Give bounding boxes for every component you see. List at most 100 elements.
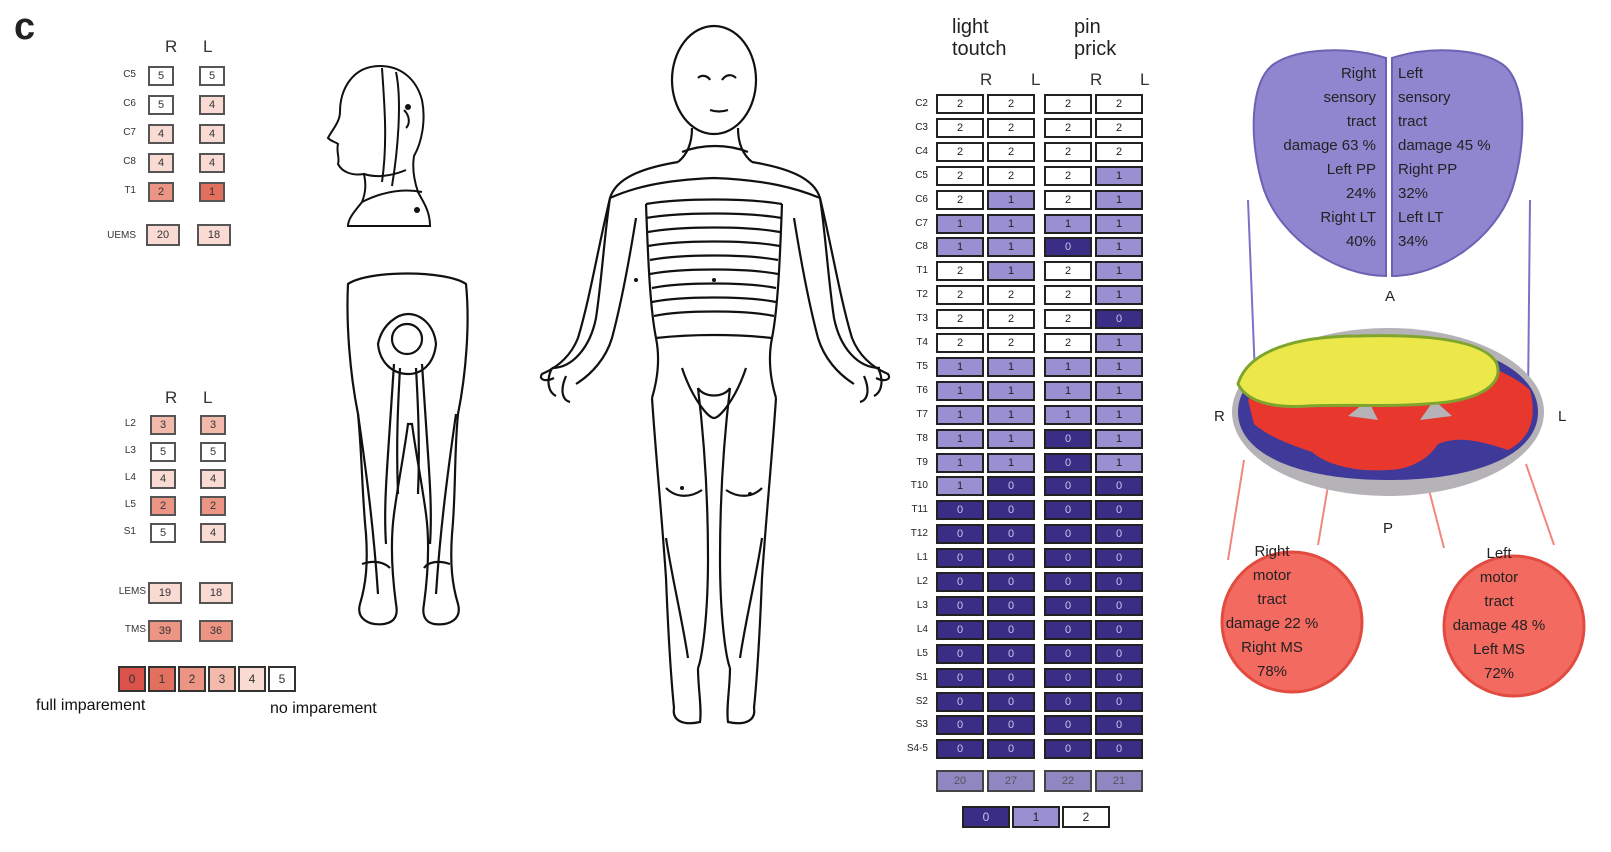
right-motor-line: Right [1204, 540, 1340, 564]
sensory-cell-pp-right: 2 [1044, 166, 1092, 186]
sensory-row-label: S3 [896, 719, 928, 730]
sensory-cell-pp-right: 0 [1044, 620, 1092, 640]
right-motor-line: damage 22 % [1204, 612, 1340, 636]
sensory-row-label: T11 [896, 504, 928, 515]
sensory-table: light toutch pin prick R L R L C22222C32… [0, 0, 1160, 852]
right-motor-line: tract [1204, 588, 1340, 612]
sensory-cell-pp-left: 2 [1095, 142, 1143, 162]
left-sensory-line: sensory [1398, 86, 1528, 110]
sensory-row-label: T9 [896, 457, 928, 468]
sensory-cell-lt-right: 1 [936, 476, 984, 496]
sensory-cell-lt-right: 0 [936, 548, 984, 568]
left-sensory-line: Right PP [1398, 158, 1528, 182]
sensory-cell-pp-right: 2 [1044, 261, 1092, 281]
sensory-row-label: T10 [896, 480, 928, 491]
sensory-cell-pp-right: 0 [1044, 715, 1092, 735]
sensory-cell-lt-left: 1 [987, 190, 1035, 210]
sensory-row-label: S4-5 [896, 743, 928, 754]
sensory-cell-pp-left: 0 [1095, 548, 1143, 568]
sensory-cell-pp-right: 0 [1044, 237, 1092, 257]
sensory-cell-pp-left: 1 [1095, 285, 1143, 305]
sensory-cell-pp-left: 2 [1095, 118, 1143, 138]
sensory-cell-lt-right: 2 [936, 190, 984, 210]
right-sensory-line: Right LT [1250, 206, 1376, 230]
sensory-cell-lt-left: 0 [987, 620, 1035, 640]
left-side-marker: L [1558, 408, 1566, 425]
sensory-cell-lt-left: 2 [987, 94, 1035, 114]
light-touch-header-line-2: toutch [952, 38, 1006, 60]
sensory-cell-pp-right: 2 [1044, 118, 1092, 138]
sensory-row-label: T4 [896, 337, 928, 348]
sensory-row-label: T6 [896, 385, 928, 396]
sensory-cell-lt-left: 0 [987, 548, 1035, 568]
anterior-marker: A [1385, 288, 1395, 305]
sensory-cell-pp-left: 0 [1095, 692, 1143, 712]
sensory-cell-pp-right: 2 [1044, 309, 1092, 329]
left-sensory-line: tract [1398, 110, 1528, 134]
right-motor-line: motor [1204, 564, 1340, 588]
sensory-cell-pp-right: 1 [1044, 214, 1092, 234]
sensory-cell-pp-left: 2 [1095, 94, 1143, 114]
sensory-cell-lt-right: 0 [936, 644, 984, 664]
sensory-row-label: S2 [896, 696, 928, 707]
sensory-row-label: L5 [896, 648, 928, 659]
sensory-cell-lt-left: 0 [987, 739, 1035, 759]
sensory-row-label: T8 [896, 433, 928, 444]
sensory-cell-pp-right: 0 [1044, 500, 1092, 520]
sensory-cell-lt-left: 0 [987, 668, 1035, 688]
sensory-row-label: C6 [896, 194, 928, 205]
left-sensory-line: Left LT [1398, 206, 1528, 230]
sensory-total-pp-right: 22 [1044, 770, 1092, 792]
sensory-cell-pp-right: 2 [1044, 190, 1092, 210]
right-sensory-line: 40% [1250, 230, 1376, 254]
sensory-cell-lt-right: 1 [936, 405, 984, 425]
sensory-cell-lt-right: 0 [936, 715, 984, 735]
sensory-cell-lt-left: 0 [987, 596, 1035, 616]
left-sensory-line: 32% [1398, 182, 1528, 206]
sensory-cell-pp-left: 0 [1095, 500, 1143, 520]
sensory-cell-pp-right: 0 [1044, 692, 1092, 712]
sensory-cell-pp-right: 0 [1044, 548, 1092, 568]
right-sensory-line: sensory [1250, 86, 1376, 110]
sensory-row-label: L2 [896, 576, 928, 587]
sensory-cell-lt-left: 0 [987, 572, 1035, 592]
left-motor-line: tract [1434, 590, 1564, 614]
sensory-row-label: L1 [896, 552, 928, 563]
sensory-row-label: L3 [896, 600, 928, 611]
sensory-cell-pp-left: 1 [1095, 357, 1143, 377]
sensory-cell-lt-left: 0 [987, 500, 1035, 520]
sensory-cell-pp-right: 2 [1044, 142, 1092, 162]
sensory-cell-lt-left: 1 [987, 261, 1035, 281]
sensory-cell-lt-right: 2 [936, 142, 984, 162]
right-sensory-line: 24% [1250, 182, 1376, 206]
sensory-cell-lt-right: 2 [936, 261, 984, 281]
left-sensory-line: damage 45 % [1398, 134, 1528, 158]
sensory-cell-pp-left: 0 [1095, 644, 1143, 664]
sensory-cell-lt-left: 0 [987, 692, 1035, 712]
right-sensory-tract-text: Rightsensorytractdamage 63 %Left PP24%Ri… [1250, 62, 1376, 254]
sensory-cell-pp-right: 2 [1044, 285, 1092, 305]
left-motor-line: damage 48 % [1434, 614, 1564, 638]
sensory-cell-lt-right: 2 [936, 309, 984, 329]
sensory-cell-lt-right: 2 [936, 166, 984, 186]
sensory-cell-lt-right: 1 [936, 453, 984, 473]
sensory-cell-pp-right: 2 [1044, 333, 1092, 353]
sensory-total-lt-right: 20 [936, 770, 984, 792]
sensory-cell-pp-right: 1 [1044, 381, 1092, 401]
sensory-cell-pp-right: 0 [1044, 453, 1092, 473]
posterior-marker: P [1383, 520, 1393, 537]
sensory-cell-lt-right: 0 [936, 692, 984, 712]
sensory-cell-lt-left: 1 [987, 237, 1035, 257]
sensory-cell-pp-left: 0 [1095, 596, 1143, 616]
sensory-cell-pp-right: 0 [1044, 524, 1092, 544]
sensory-cell-pp-left: 1 [1095, 190, 1143, 210]
sensory-cell-pp-right: 0 [1044, 644, 1092, 664]
sensory-row-label: C3 [896, 122, 928, 133]
right-motor-line: 78% [1204, 660, 1340, 684]
sensory-row-label: C4 [896, 146, 928, 157]
sensory-cell-lt-right: 0 [936, 668, 984, 688]
sensory-cell-pp-left: 1 [1095, 214, 1143, 234]
sensory-cell-pp-left: 0 [1095, 668, 1143, 688]
sensory-row-label: T12 [896, 528, 928, 539]
